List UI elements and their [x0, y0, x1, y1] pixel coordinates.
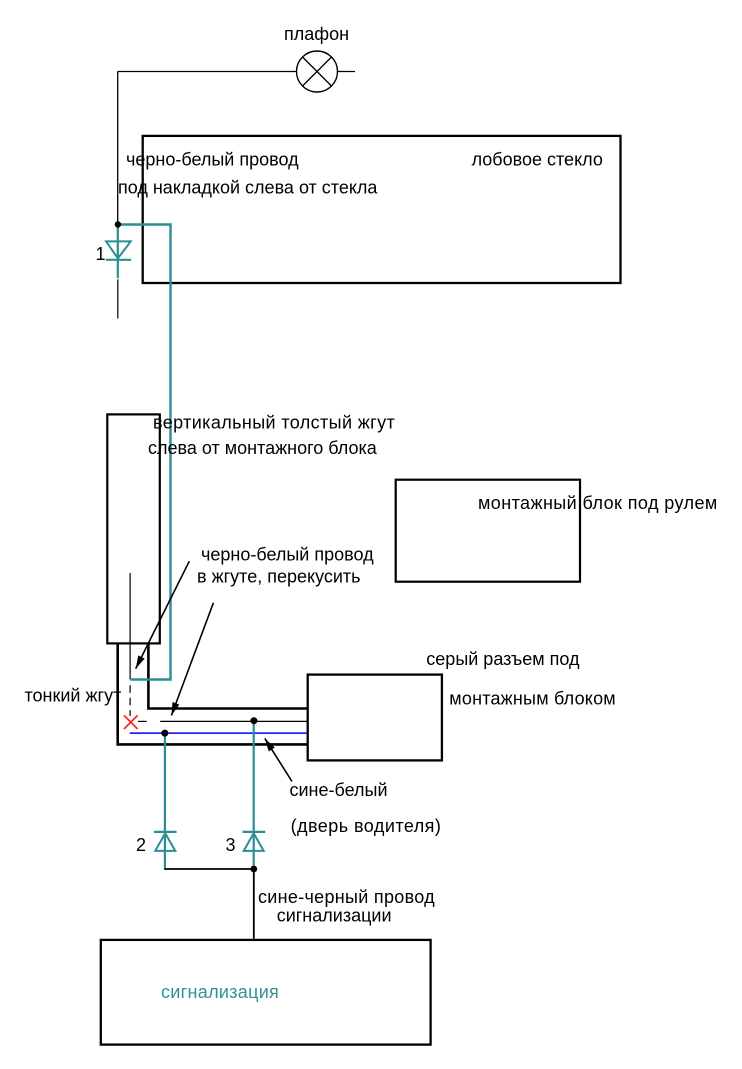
svg-text:монтажный блок под рулем: монтажный блок под рулем [478, 493, 718, 513]
svg-text:3: 3 [226, 835, 236, 855]
svg-text:слева от монтажного блока: слева от монтажного блока [148, 438, 378, 458]
svg-text:сигнализации: сигнализации [277, 906, 392, 926]
svg-text:лобовое стекло: лобовое стекло [472, 150, 603, 170]
svg-text:(дверь водителя): (дверь водителя) [291, 816, 442, 836]
svg-text:под накладкой слева от стекла: под накладкой слева от стекла [118, 178, 378, 198]
svg-text:сине-белый: сине-белый [290, 780, 388, 800]
svg-text:в жгуте, перекусить: в жгуте, перекусить [197, 567, 361, 587]
svg-text:вертикальный толстый жгут: вертикальный толстый жгут [153, 413, 395, 433]
svg-text:монтажным блоком: монтажным блоком [449, 689, 616, 709]
svg-text:тонкий жгут: тонкий жгут [25, 686, 122, 706]
svg-text:серый разъем под: серый разъем под [426, 649, 580, 669]
svg-text:сигнализация: сигнализация [161, 982, 279, 1002]
svg-text:черно-белый провод: черно-белый провод [126, 150, 299, 170]
svg-text:черно-белый провод: черно-белый провод [201, 545, 374, 565]
svg-text:1: 1 [96, 244, 106, 264]
svg-text:сине-черный провод: сине-черный провод [258, 887, 435, 907]
svg-text:2: 2 [136, 835, 146, 855]
svg-text:плафон: плафон [284, 24, 349, 44]
